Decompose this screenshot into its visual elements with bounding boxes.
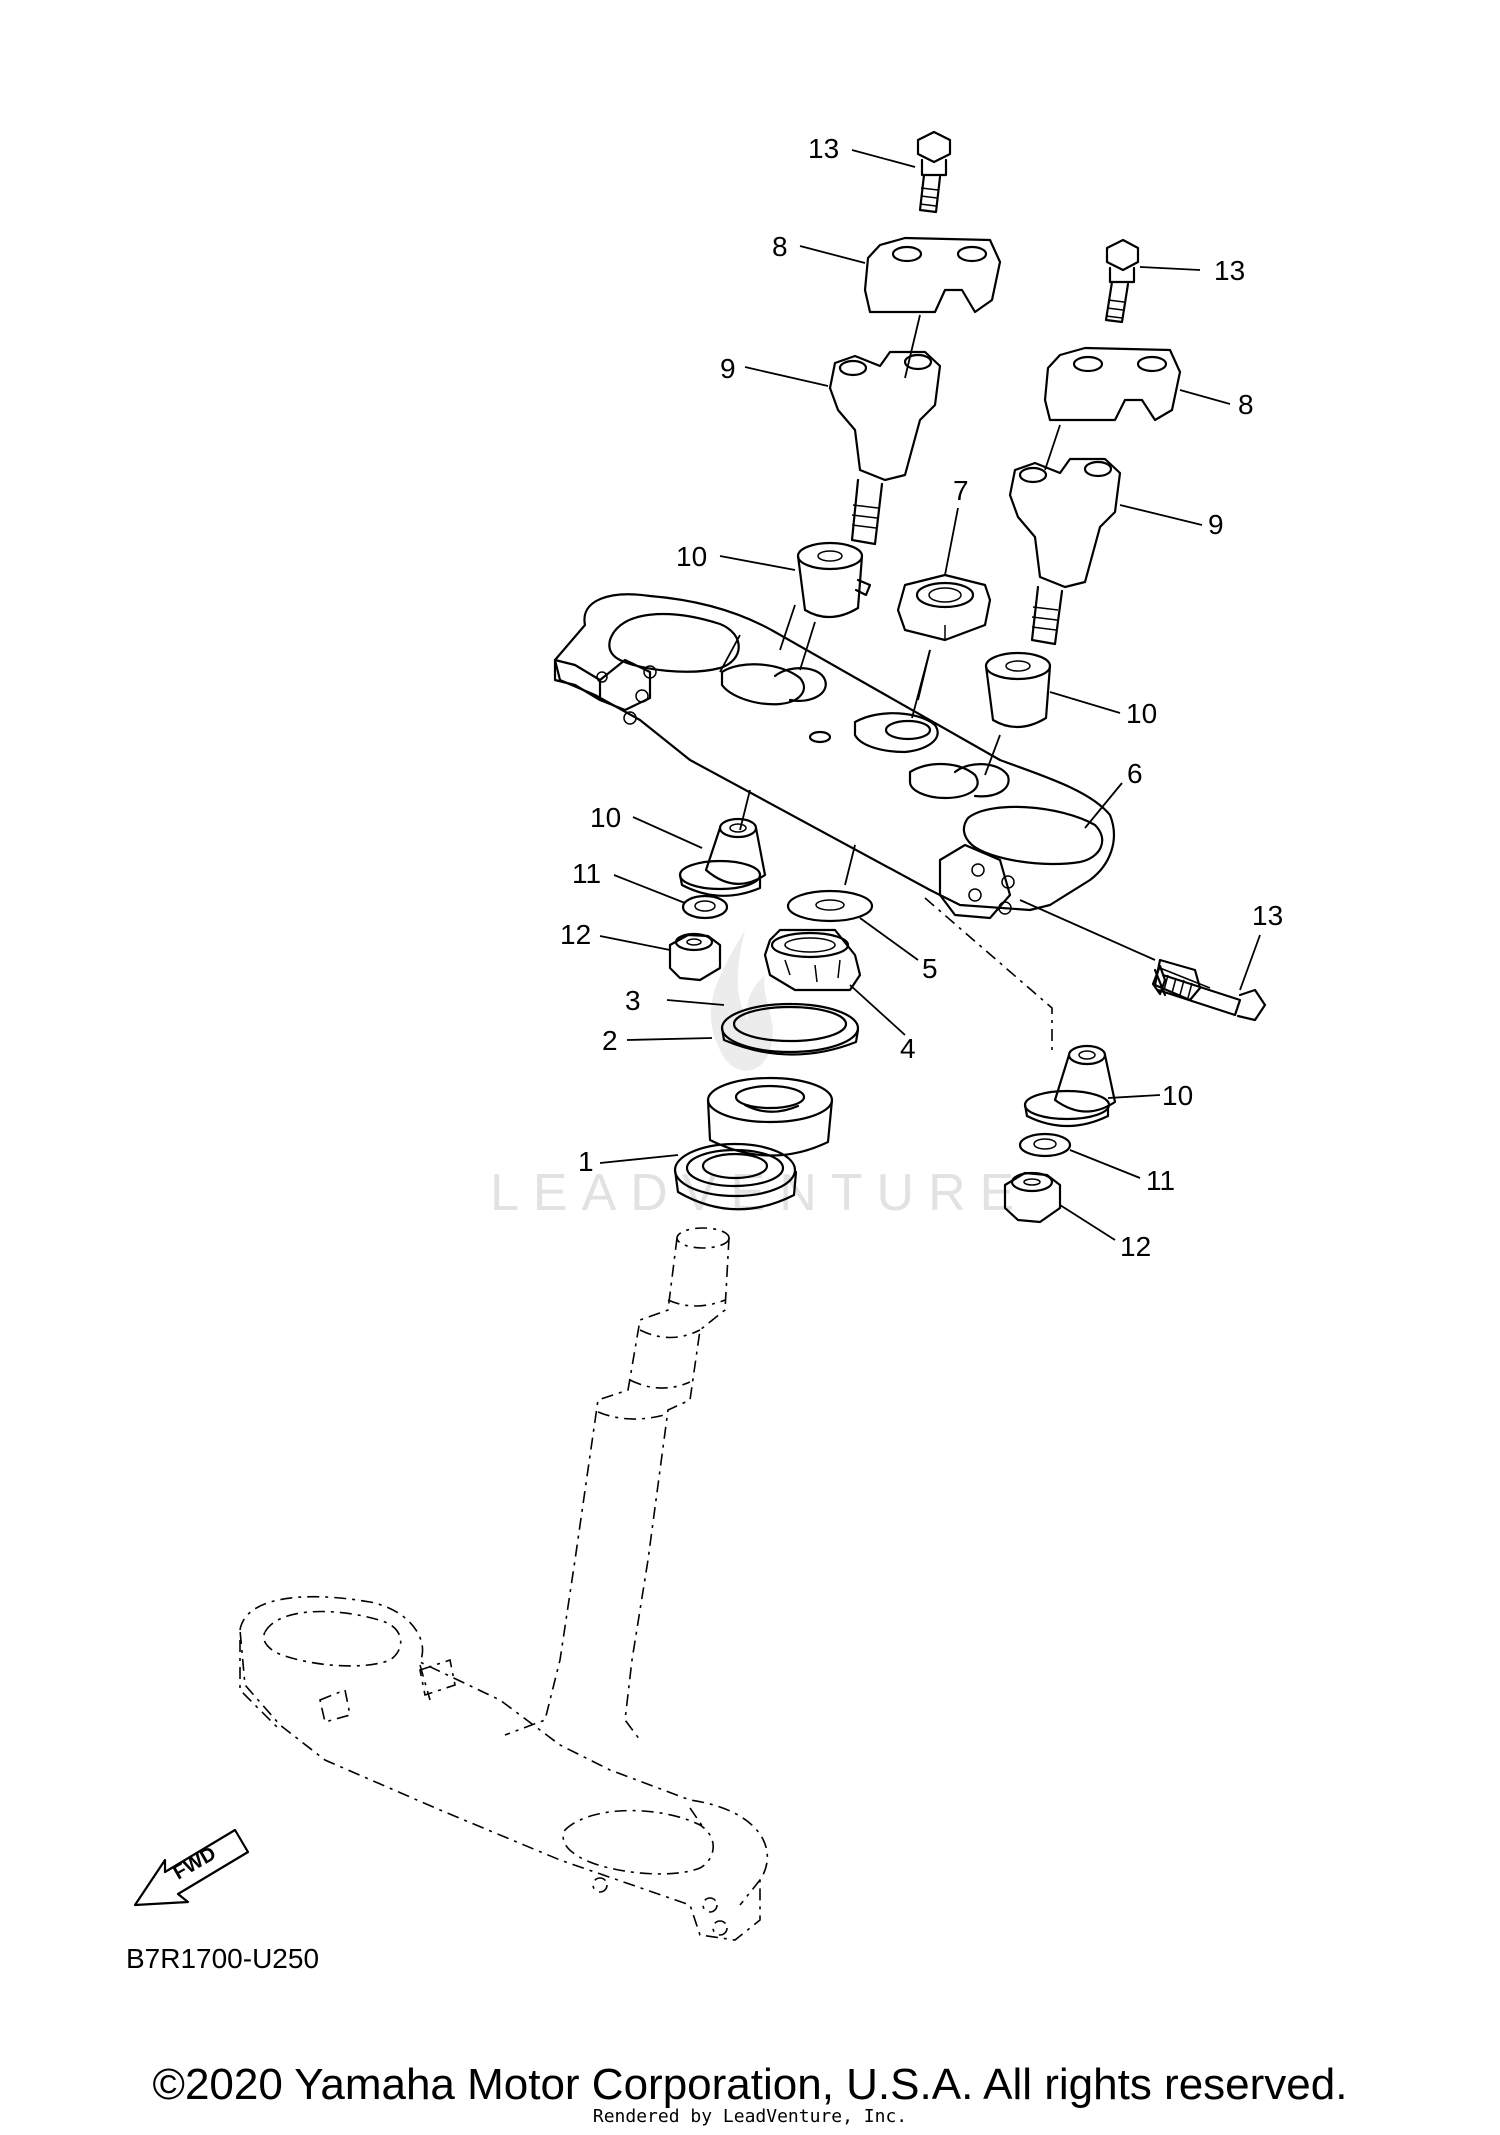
watermark: LEADVENTURE	[490, 1164, 1028, 1222]
washer-right	[1018, 1132, 1072, 1158]
callout-label: 6	[1127, 758, 1143, 789]
callout-label: 10	[676, 541, 707, 572]
callout-label: 1	[578, 1146, 594, 1177]
callout-label: 10	[590, 802, 621, 833]
steering-stem-lower-bracket	[239, 1227, 769, 1941]
handlebar-holder-upper-left	[863, 236, 1002, 379]
callout-label: 4	[900, 1033, 916, 1064]
callout-label: 9	[1208, 509, 1224, 540]
callout-label: 12	[1120, 1231, 1151, 1262]
callout-label: 13	[808, 133, 839, 164]
callout-label: 8	[772, 231, 788, 262]
callout-label: 8	[1238, 389, 1254, 420]
damper-lower-right	[924, 897, 1117, 1128]
bearing-lower	[673, 1142, 798, 1211]
seal	[720, 1002, 860, 1056]
bolt-upper-right	[1104, 238, 1140, 324]
diagram-code: B7R1700-U250	[126, 1943, 319, 1974]
callout-label: 11	[572, 858, 601, 889]
callout-label: 10	[1162, 1080, 1193, 1111]
ring-nut	[763, 928, 862, 992]
callout-label: 3	[625, 985, 641, 1016]
handlebar-holder-lower-left	[828, 350, 942, 546]
steering-stem-nut	[896, 573, 992, 701]
callout-leaders	[599, 149, 1261, 1241]
callout-label: 2	[602, 1025, 618, 1056]
callout-label: 5	[922, 953, 938, 984]
callout-label: 9	[720, 353, 736, 384]
callout-label: 12	[560, 919, 591, 950]
callout-label: 13	[1214, 255, 1245, 286]
rendered-by-note: Rendered by LeadVenture, Inc.	[592, 2106, 908, 2127]
fwd-arrow-icon: FWD	[133, 1828, 250, 1907]
washer-center	[786, 844, 874, 923]
nut-right	[1003, 1171, 1062, 1224]
damper-lower-left	[678, 789, 767, 897]
upper-bracket	[553, 593, 1115, 920]
fwd-label: FWD	[170, 1843, 220, 1885]
handlebar-holder-lower-right	[1008, 457, 1122, 646]
callout-label: 7	[953, 475, 969, 506]
damper-upper-left	[796, 541, 872, 671]
callout-label: 11	[1146, 1165, 1175, 1196]
pinch-bolt	[1019, 899, 1267, 1022]
callout-label: 10	[1126, 698, 1157, 729]
callout-numbers: 13 8 13 9 8 7 9 10 10 6 10 11 13 12 5 3 …	[560, 133, 1283, 1262]
washer-left	[681, 894, 729, 920]
copyright-notice: ©2020 Yamaha Motor Corporation, U.S.A. A…	[152, 2060, 1348, 2109]
callout-label: 13	[1252, 900, 1283, 931]
handlebar-holder-upper-right	[1043, 346, 1182, 471]
bolt-upper-left	[916, 130, 952, 214]
nut-left	[668, 932, 722, 982]
